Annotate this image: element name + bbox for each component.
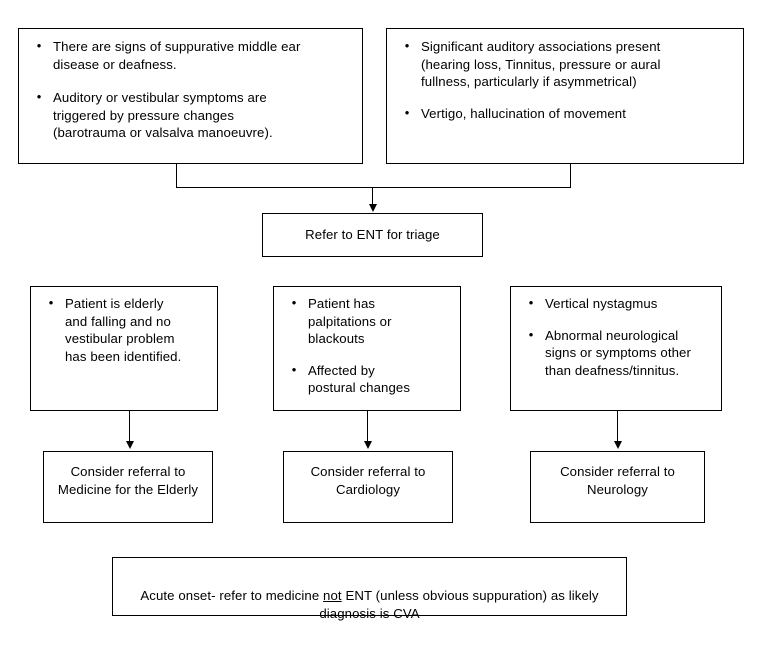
list-item: • Vertigo, hallucination of movement — [393, 105, 737, 123]
bullet-icon: • — [528, 295, 534, 310]
bullet-icon: • — [291, 295, 297, 310]
neurology-referral-box: Consider referral to Neurology — [530, 451, 705, 523]
auditory-associations-bullet-list: • Significant auditory associations pres… — [387, 29, 743, 136]
arrowhead-to-ent-box — [369, 204, 377, 212]
elderly-falls-bullet-list: • Patient is elderly and falling and no … — [31, 287, 217, 379]
note-text-after: ENT (unless obvious suppuration) as like… — [319, 588, 599, 621]
connector-left-drop — [176, 164, 177, 188]
bullet-label: Auditory or vestibular symptoms are trig… — [53, 90, 273, 140]
arrowhead-to-medicine-elderly-box — [126, 441, 134, 449]
bullet-label: Patient is elderly and falling and no ve… — [65, 296, 182, 364]
list-item: • Patient has palpitations or blackouts — [280, 295, 454, 348]
connector-horizontal-bar — [176, 187, 571, 188]
bullet-icon: • — [528, 326, 534, 342]
list-item: • Abnormal neurological signs or symptom… — [517, 327, 715, 380]
bullet-label: Significant auditory associations presen… — [421, 39, 661, 89]
acute-onset-note-box: Acute onset- refer to medicine not ENT (… — [112, 557, 627, 621]
bullet-label: Patient has palpitations or blackouts — [308, 296, 392, 346]
neurology-referral-label: Consider referral to Neurology — [560, 464, 675, 497]
ear-disease-criteria-box: • There are signs of suppurative middle … — [18, 28, 363, 164]
bullet-icon: • — [404, 38, 410, 53]
auditory-associations-box: • Significant auditory associations pres… — [386, 28, 744, 164]
list-item: • Auditory or vestibular symptoms are tr… — [25, 89, 356, 142]
cardiac-criteria-box: • Patient has palpitations or blackouts … — [273, 286, 461, 411]
cardiology-referral-label: Consider referral to Cardiology — [310, 464, 426, 497]
connector-cardiac-to-cardiology — [367, 411, 368, 443]
bullet-label: Vertical nystagmus — [545, 296, 658, 311]
medicine-elderly-referral-label: Consider referral to Medicine for the El… — [57, 464, 199, 497]
list-item: • Significant auditory associations pres… — [393, 38, 737, 91]
list-item: • There are signs of suppurative middle … — [25, 38, 356, 73]
bullet-label: Affected by postural changes — [308, 362, 411, 396]
connector-center-drop — [372, 187, 373, 206]
arrowhead-to-cardiology-box — [364, 441, 372, 449]
acute-onset-note-text: Acute onset- refer to medicine not ENT (… — [113, 569, 626, 623]
arrowhead-to-neurology-box — [614, 441, 622, 449]
elderly-falls-criteria-box: • Patient is elderly and falling and no … — [30, 286, 218, 411]
bullet-icon: • — [291, 361, 297, 377]
neurological-bullet-list: • Vertical nystagmus • Abnormal neurolog… — [511, 287, 721, 393]
neurological-criteria-box: • Vertical nystagmus • Abnormal neurolog… — [510, 286, 722, 411]
connector-neuro-to-neurology — [617, 411, 618, 443]
bullet-icon: • — [404, 104, 410, 120]
list-item: • Patient is elderly and falling and no … — [37, 295, 211, 365]
ent-referral-label: Refer to ENT for triage — [305, 227, 440, 242]
list-item: • Affected by postural changes — [280, 362, 454, 397]
connector-elderly-to-medicine — [129, 411, 130, 443]
bullet-icon: • — [48, 295, 54, 310]
bullet-icon: • — [36, 89, 42, 104]
bullet-label: Abnormal neurological signs or symptoms … — [545, 327, 691, 378]
bullet-icon: • — [36, 38, 42, 53]
note-emphasis-not: not — [323, 588, 342, 603]
bullet-label: Vertigo, hallucination of movement — [421, 105, 626, 121]
ent-referral-box: Refer to ENT for triage — [262, 213, 483, 257]
note-text-before: Acute onset- refer to medicine — [140, 588, 324, 603]
cardiology-referral-box: Consider referral to Cardiology — [283, 451, 453, 523]
list-item: • Vertical nystagmus — [517, 295, 715, 313]
cardiac-bullet-list: • Patient has palpitations or blackouts … — [274, 287, 460, 411]
bullet-label: There are signs of suppurative middle ea… — [53, 39, 301, 72]
connector-right-drop — [570, 164, 571, 188]
medicine-elderly-referral-box: Consider referral to Medicine for the El… — [43, 451, 213, 523]
ear-disease-bullet-list: • There are signs of suppurative middle … — [19, 29, 362, 156]
